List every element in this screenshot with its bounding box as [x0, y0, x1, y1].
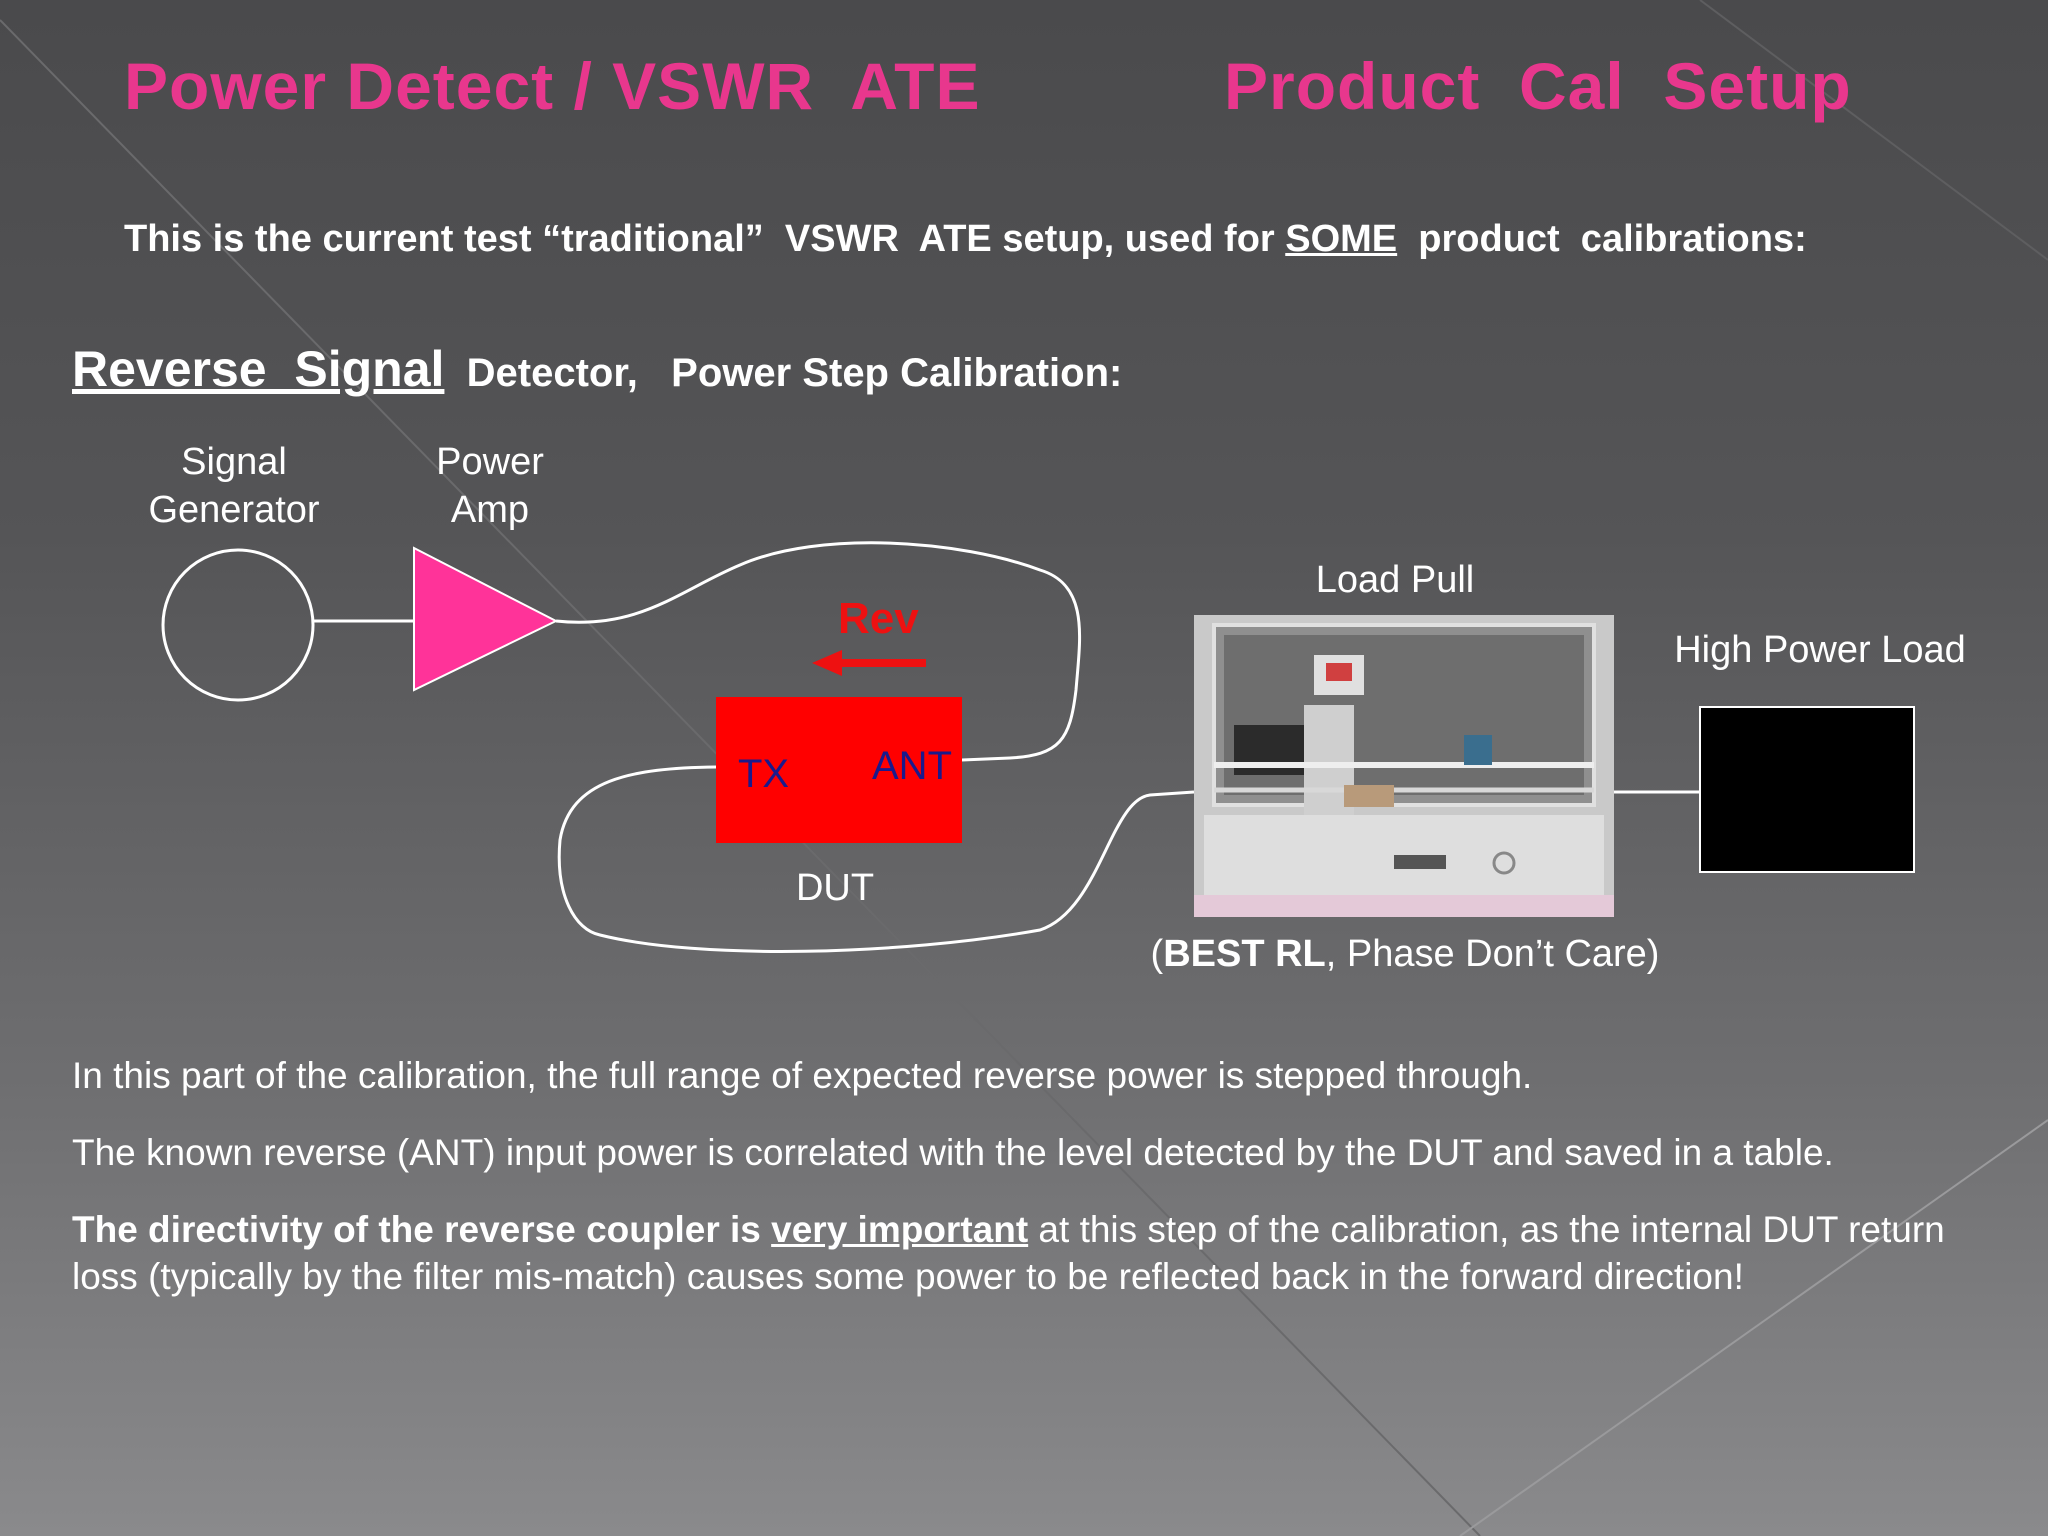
subtitle-emphasis: SOME [1285, 218, 1398, 260]
signal-generator-symbol [161, 548, 315, 702]
heading-emphasis: Reverse Signal [72, 341, 445, 397]
load-pull-label: Load Pull [1315, 559, 1475, 601]
paragraph-1: In this part of the calibration, the ful… [72, 1055, 1533, 1096]
subtitle-text: This is the current test “traditional” V… [124, 218, 1286, 260]
load-pull-tuner-image [1194, 615, 1614, 917]
paragraph-3: The directivity of the reverse coupler i… [72, 1206, 2002, 1300]
slide-title-right: Product Cal Setup [1224, 49, 1852, 123]
p3-rest: at this step of the calibration, as the … [72, 1209, 1945, 1297]
section-heading: Reverse Signal Detector, Power Step Cali… [72, 340, 1122, 398]
signal-generator-label: Signal Generator [148, 441, 320, 531]
dut-tx-port: TX [738, 752, 790, 796]
heading-text: Detector, Power Step Calibration: [444, 351, 1123, 395]
power-amp-label: Power Amp [436, 441, 544, 531]
caption-rest: , Phase Don’t Care) [1325, 933, 1660, 975]
dut-box [716, 697, 962, 843]
slide-title-left: Power Detect / VSWR ATE [124, 49, 981, 123]
caption-open: ( [1150, 933, 1164, 975]
subtitle: This is the current test “traditional” V… [124, 218, 1807, 261]
subtitle-text-end: product calibrations: [1397, 218, 1807, 260]
amp-to-ant-cable [555, 541, 1082, 762]
paragraph-2: The known reverse (ANT) input power is c… [72, 1132, 1834, 1173]
rev-direction-label: Rev [838, 594, 919, 643]
rev-arrow-head [812, 650, 842, 676]
caption-bold: BEST RL [1163, 933, 1326, 975]
load-pull-caption: (BEST RL, Phase Don’t Care) [1130, 930, 1680, 978]
high-power-load-label: High Power Load [1674, 629, 1966, 671]
power-amp-symbol [413, 546, 559, 692]
dut-ant-port: ANT [872, 744, 952, 788]
p3-bold-underlined: very important [771, 1209, 1029, 1250]
tx-to-loadpull-cable [557, 765, 1195, 953]
tuner-drawing [1194, 615, 1614, 917]
dut-label: DUT [795, 867, 875, 909]
p3-bold: The directivity of the reverse coupler i… [72, 1209, 772, 1250]
high-power-load-box [1699, 706, 1915, 873]
